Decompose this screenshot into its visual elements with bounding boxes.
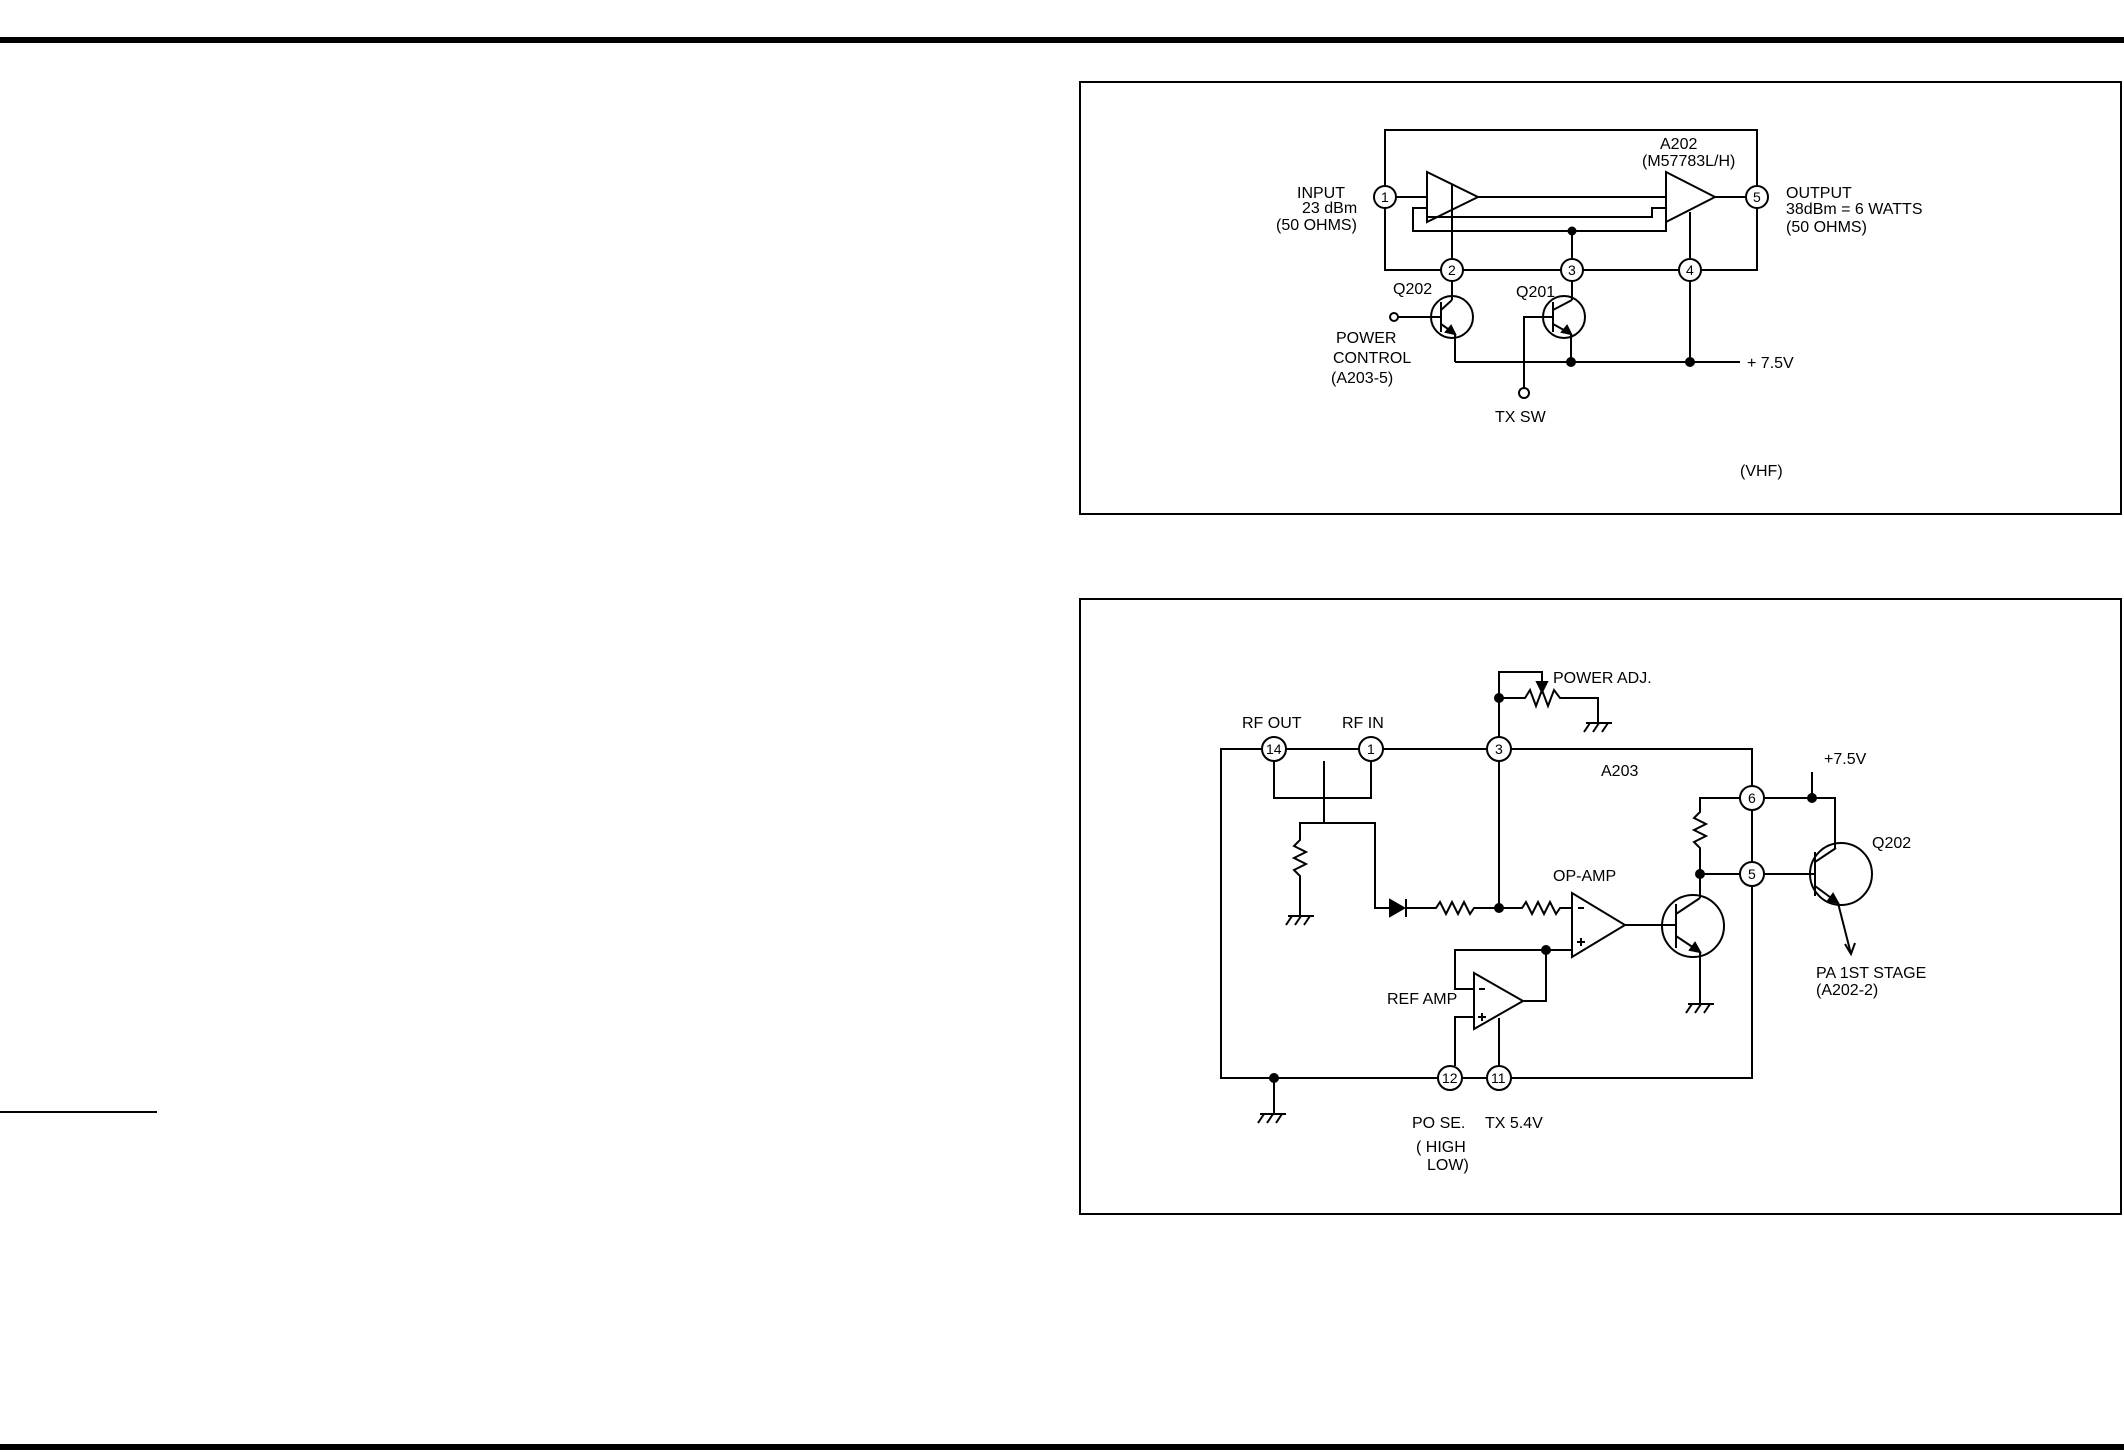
supply-label: +7.5V xyxy=(1824,751,1867,768)
figure2-frame: POWER ADJ. RF OUT RF IN A203 +7.5V Q202 … xyxy=(1079,598,2122,1215)
pin11-number: 11 xyxy=(1491,1070,1506,1086)
a203-label: A203 xyxy=(1601,763,1638,780)
band-label: (VHF) xyxy=(1740,463,1783,480)
output-level: 38dBm = 6 WATTS xyxy=(1786,201,1922,218)
high-label: ( HIGH xyxy=(1416,1139,1466,1156)
pin5-number: 5 xyxy=(1753,189,1761,205)
power-control-line3: (A203-5) xyxy=(1331,370,1393,387)
pin5 xyxy=(1745,185,1769,209)
pin5-number: 5 xyxy=(1748,866,1756,882)
q201-label: Q201 xyxy=(1516,284,1555,301)
pin6-number: 6 xyxy=(1748,790,1756,806)
internal-transistor-symbol xyxy=(1661,894,1725,958)
po-se-label: PO SE. xyxy=(1412,1115,1465,1132)
a202-label: A202 xyxy=(1660,136,1697,153)
ref-amp-label: REF AMP xyxy=(1387,991,1457,1008)
op-amp-symbol xyxy=(1571,891,1627,959)
pa-stage-label: PA 1ST STAGE xyxy=(1816,965,1926,982)
input-label: INPUT xyxy=(1297,185,1345,202)
input-level: 23 dBm xyxy=(1302,200,1357,217)
power-control-line1: POWER xyxy=(1336,330,1396,347)
pin1 xyxy=(1373,185,1397,209)
power-adj-label: POWER ADJ. xyxy=(1553,670,1652,687)
pin2-number: 2 xyxy=(1448,262,1456,278)
output-impedance: (50 OHMS) xyxy=(1786,219,1867,236)
tx-sw-label: TX SW xyxy=(1495,409,1547,426)
q202-symbol xyxy=(1809,842,1873,906)
supply-label: + 7.5V xyxy=(1747,355,1794,372)
pin1-number: 1 xyxy=(1367,741,1375,757)
rf-out-label: RF OUT xyxy=(1242,715,1302,732)
op-amp-label: OP-AMP xyxy=(1553,868,1616,885)
pin4-number: 4 xyxy=(1686,262,1694,278)
pin11 xyxy=(1486,1065,1512,1091)
pin3-number: 3 xyxy=(1568,262,1576,278)
output-label: OUTPUT xyxy=(1786,185,1852,202)
pin12-number: 12 xyxy=(1442,1070,1458,1086)
input-impedance: (50 OHMS) xyxy=(1276,217,1357,234)
figure2-schematic: POWER ADJ. RF OUT RF IN A203 +7.5V Q202 … xyxy=(1220,670,1926,1174)
rf-in-label: RF IN xyxy=(1342,715,1384,732)
footnote-rule xyxy=(0,1111,157,1113)
figure1-schematic: A202 (M57783L/H) INPUT 23 dBm (50 OHMS) … xyxy=(1276,129,1922,480)
q202-label: Q202 xyxy=(1393,281,1432,298)
top-rule xyxy=(0,37,2124,43)
ref-amp-symbol xyxy=(1473,971,1526,1031)
pin1-number: 1 xyxy=(1381,189,1389,205)
bottom-rule xyxy=(0,1444,2124,1450)
pin14-number: 14 xyxy=(1266,741,1282,757)
tx-label: TX 5.4V xyxy=(1485,1115,1543,1132)
pa-stage-pin: (A202-2) xyxy=(1816,982,1878,999)
low-label: LOW) xyxy=(1427,1157,1469,1174)
power-control-line2: CONTROL xyxy=(1333,350,1411,367)
q202-label: Q202 xyxy=(1872,835,1911,852)
pin3-number: 3 xyxy=(1495,741,1503,757)
a202-part: (M57783L/H) xyxy=(1642,153,1735,170)
figure1-frame: A202 (M57783L/H) INPUT 23 dBm (50 OHMS) … xyxy=(1079,81,2122,515)
pin12 xyxy=(1437,1065,1463,1091)
